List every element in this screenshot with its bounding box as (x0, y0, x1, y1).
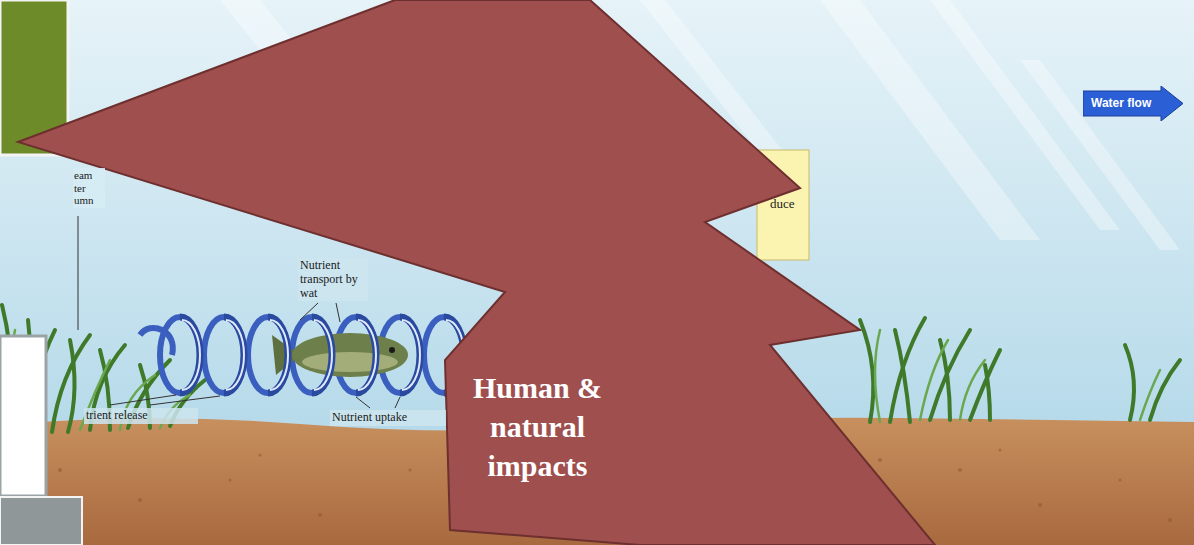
process-label: Nutrient transport by wat (298, 258, 368, 301)
column-label: eam ter umn (73, 168, 105, 208)
node-text: Human & natural impacts (455, 368, 620, 485)
impact-arrow: Human & natural impacts (455, 368, 620, 485)
node-text: Water flow (1083, 86, 1183, 120)
process-label: trient release (84, 408, 198, 424)
yellow-box: duce (770, 196, 810, 212)
node-text: duce (770, 196, 810, 212)
flow-arrow: Water flow (1083, 86, 1183, 121)
process-label: Nutrient uptake (330, 410, 446, 426)
